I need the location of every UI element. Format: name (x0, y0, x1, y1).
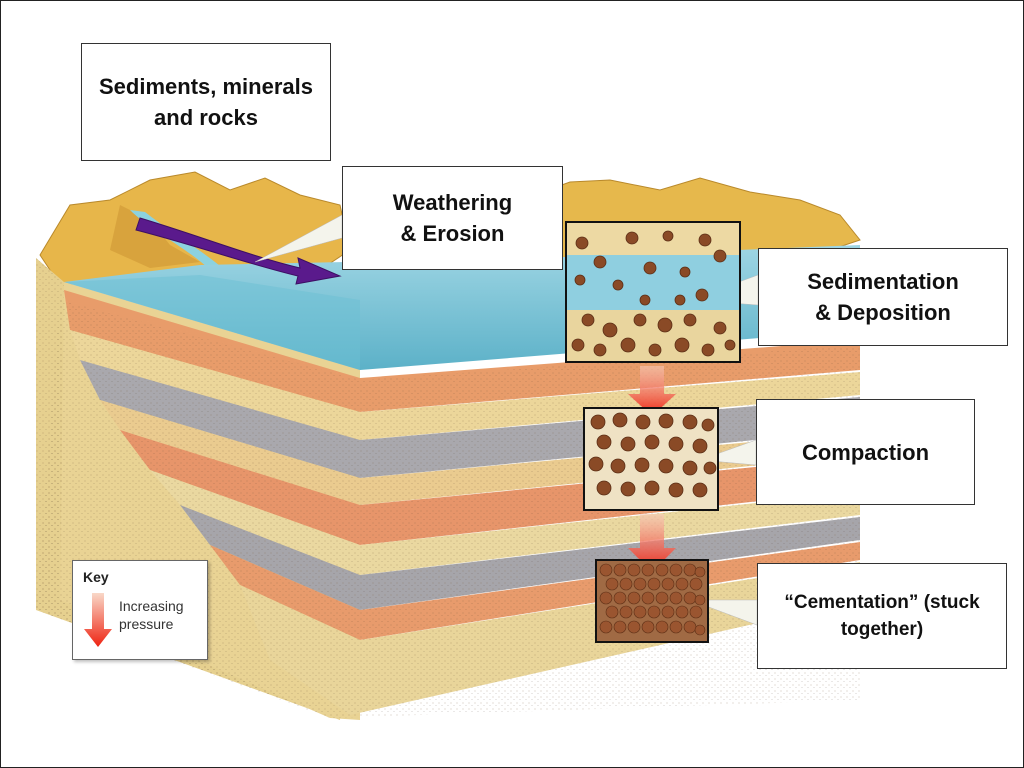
pressure-arrow-icon (628, 366, 676, 416)
label-line: Sedimentation (807, 269, 959, 294)
legend-description: Increasing pressure (119, 597, 203, 633)
label-line: Sediments, minerals (99, 74, 313, 99)
compaction-inset (583, 407, 719, 511)
label-line: Compaction (801, 439, 930, 465)
deposition-inset (565, 221, 741, 363)
label-sediments-minerals-rocks: Sediments, minerals and rocks (81, 43, 331, 161)
label-sedimentation-deposition: Sedimentation & Deposition (758, 248, 1008, 346)
legend-title: Key (83, 569, 109, 585)
legend-key: Key Increasing pressure (72, 560, 208, 660)
label-weathering-erosion: Weathering & Erosion (342, 166, 563, 270)
erosion-arrow-icon (135, 217, 342, 285)
pressure-arrow-icon (628, 514, 676, 572)
label-line: and rocks (154, 105, 258, 130)
label-line: & Erosion (400, 221, 505, 246)
label-line: & Deposition (815, 300, 951, 325)
label-line: “Cementation” (stuck (784, 592, 980, 613)
pressure-arrow-icon (84, 593, 112, 647)
legend-line: pressure (119, 616, 174, 632)
label-line: Weathering (392, 190, 513, 215)
label-cementation: “Cementation” (stuck together) (757, 563, 1007, 669)
label-compaction: Compaction (756, 399, 975, 505)
legend-line: Increasing (119, 598, 184, 614)
label-line: together) (840, 619, 924, 640)
cementation-inset (595, 559, 709, 643)
